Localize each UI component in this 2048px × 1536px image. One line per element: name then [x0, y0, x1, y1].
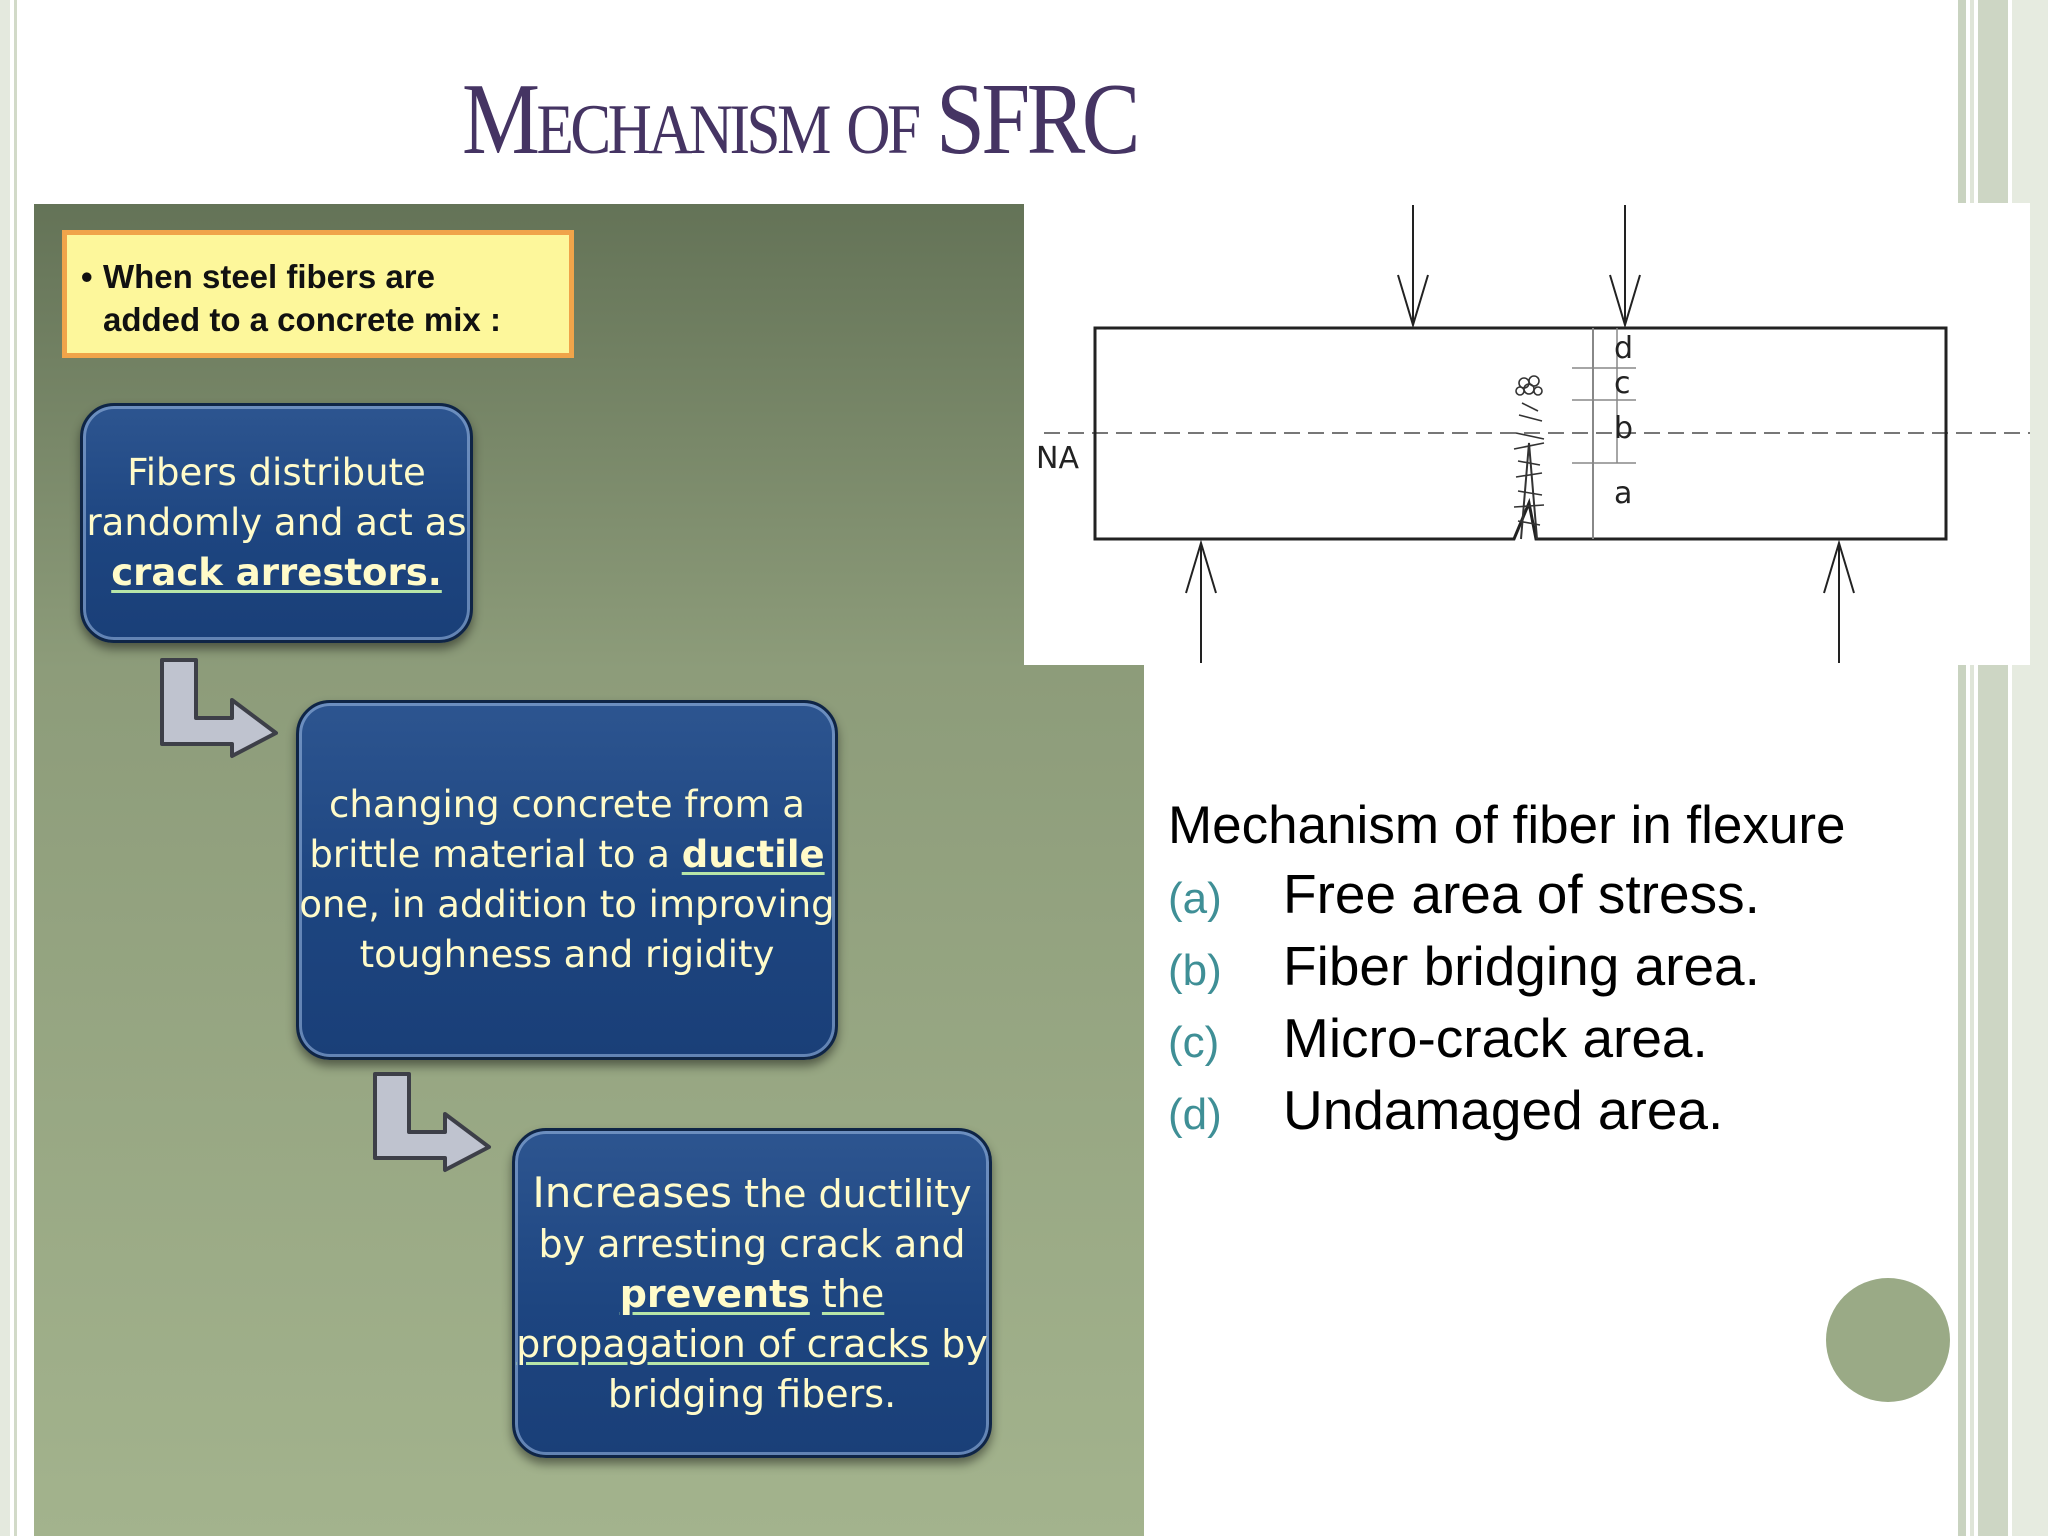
callout-line-1: When steel fibers are [103, 258, 435, 295]
caption-item: (a) Free area of stress. [1168, 862, 1948, 934]
caption-item: (b) Fiber bridging area. [1168, 934, 1948, 1006]
left-border-line [14, 0, 17, 1536]
caption-item-label: (d) [1168, 1090, 1222, 1139]
bullet: • [81, 258, 93, 295]
callout-line-2: added to a concrete mix : [103, 301, 501, 338]
caption-item: (c) Micro-crack area. [1168, 1006, 1948, 1078]
caption-item-text: Fiber bridging area. [1283, 935, 1760, 997]
zone-label-b: b [1614, 411, 1633, 446]
box3-underlined-text: the propagation of cracks [516, 1271, 930, 1366]
left-border-strip [0, 0, 10, 1536]
caption-item-label: (a) [1168, 874, 1222, 923]
box3-text: the ductility by arresting crack and [538, 1171, 972, 1266]
caption-item-text: Undamaged area. [1283, 1079, 1724, 1141]
callout-box: • When steel fibers are added to a concre… [62, 230, 574, 358]
neutral-axis-label: NA [1036, 441, 1079, 476]
flow-box-3: Increases the ductility by arresting cra… [512, 1128, 992, 1458]
caption-item-label: (b) [1168, 946, 1222, 995]
bent-arrow-icon [373, 1072, 491, 1172]
box2-text-end: one, in addition to improving toughness … [299, 883, 835, 976]
beam-diagram: d c b a NA [1024, 203, 2030, 665]
zone-label-a: a [1614, 476, 1632, 511]
zone-label-d: d [1614, 331, 1633, 366]
caption-item-label: (c) [1168, 1018, 1220, 1067]
box2-emphasis: ductile [681, 833, 825, 876]
right-border-strip [1970, 0, 1974, 1536]
caption-item-text: Micro-crack area. [1283, 1007, 1708, 1069]
box1-emphasis: crack arrestors. [111, 551, 442, 594]
box3-first-word: Increases [532, 1167, 733, 1217]
box3-text-end: by bridging fibers. [607, 1321, 988, 1416]
beam-diagram-svg: d c b a NA [1036, 205, 2030, 663]
box3-emphasis: prevents [619, 1271, 810, 1316]
right-border-strip [1958, 0, 1966, 1536]
flow-box-1: Fibers distribute randomly and act as cr… [80, 403, 473, 643]
caption-item-text: Free area of stress. [1283, 863, 1760, 925]
caption-item: (d) Undamaged area. [1168, 1078, 1948, 1150]
bent-arrow-icon [160, 658, 278, 758]
figure-caption: Mechanism of fiber in flexure (a) Free ar… [1168, 790, 1948, 1150]
zone-label-c: c [1614, 366, 1631, 401]
slide-title: Mechanism of SFRC [462, 63, 1140, 176]
box2-text: changing concrete from a brittle materia… [309, 783, 805, 876]
flow-box-2: changing concrete from a brittle materia… [296, 700, 838, 1060]
decorative-circle [1826, 1278, 1950, 1402]
box1-text: Fibers distribute randomly and act as [86, 451, 467, 544]
caption-heading: Mechanism of fiber in flexure [1168, 796, 1846, 855]
